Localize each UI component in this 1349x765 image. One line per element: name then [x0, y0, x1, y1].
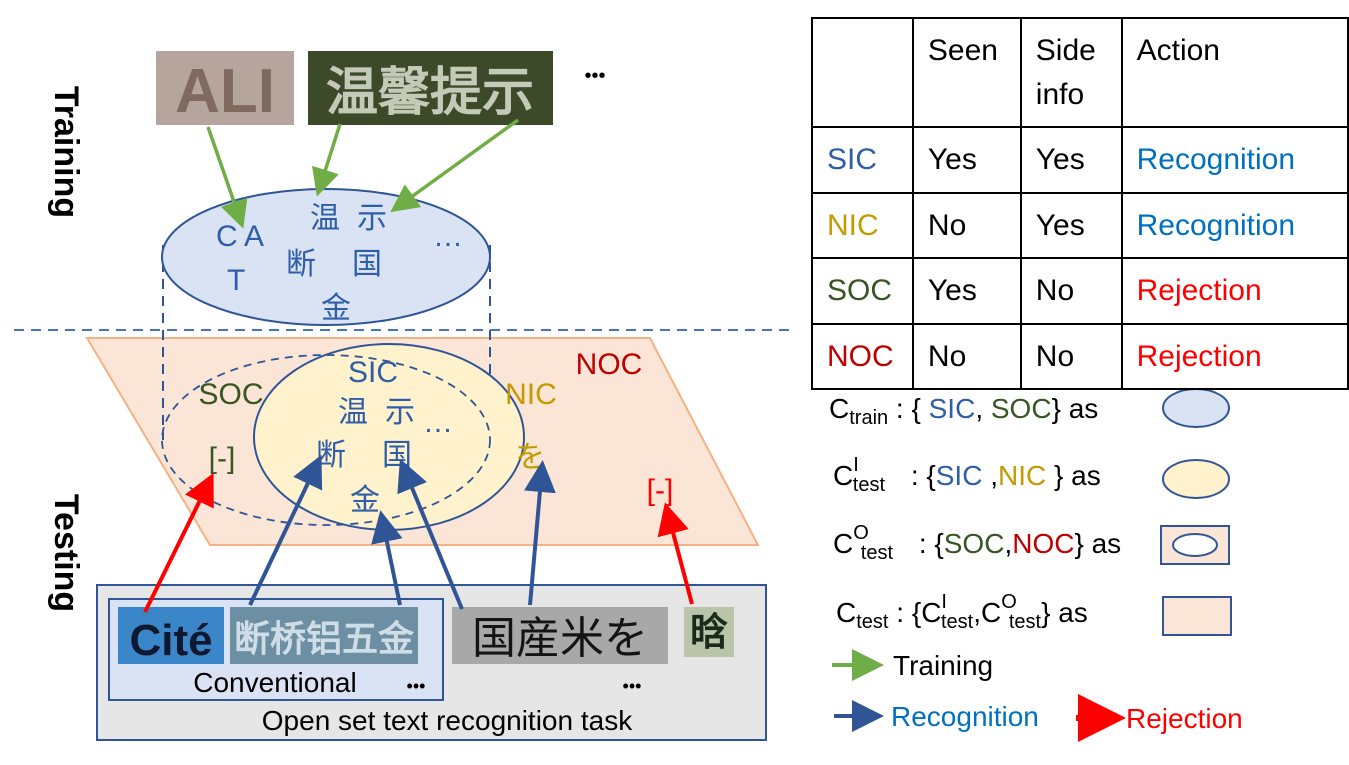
table-cell-seen: Yes	[911, 257, 1022, 325]
table-header-cell: Side info	[1019, 17, 1123, 128]
table-cell-seen: No	[911, 322, 1022, 390]
legend-rejection-label: Rejection	[1126, 703, 1243, 734]
table-cell-action: Rejection	[1120, 257, 1349, 325]
table-cell-name: SIC	[811, 126, 914, 194]
training-image-ali-text: ALI	[175, 57, 275, 126]
sic-char-wen: 温	[338, 395, 368, 430]
test-train-projection-ellipse	[161, 354, 491, 526]
train-arrow-shi	[390, 118, 520, 213]
training-image-chinese-text: 温馨提示	[326, 63, 534, 123]
test-image-cite: Cité	[118, 607, 224, 665]
soc-reject-symbol: [-]	[209, 442, 236, 475]
table-cell-side: Yes	[1019, 191, 1123, 259]
sic-chars: 温 示 … 断 国 金	[316, 395, 453, 518]
recog-arrow-wo	[523, 460, 556, 606]
recog-arrow-duan	[248, 454, 323, 606]
table-header-row: Seen Side info Action	[811, 17, 1349, 128]
legend-outset-hole-icon	[1172, 533, 1218, 557]
legend-training-label: Training	[893, 650, 993, 681]
noc-label: NOC	[576, 348, 643, 381]
table-cell-action: Recognition	[1120, 191, 1349, 259]
nic-label: NIC	[505, 378, 557, 411]
test-image-japanese-text: 国産米を	[472, 613, 648, 664]
table-row: SOC Yes No Rejection	[811, 257, 1349, 325]
training-more-ellipsis: •••	[584, 65, 605, 87]
conventional-ellipsis: •••	[407, 676, 426, 696]
sic-char-guo: 国	[382, 438, 412, 473]
table-row: SIC Yes Yes Recognition	[811, 126, 1349, 194]
table-cell-seen: No	[911, 191, 1022, 259]
sic-char-jin: 金	[350, 483, 380, 518]
table-cell-action: Rejection	[1120, 322, 1349, 390]
reject-arrow-soc	[143, 472, 214, 613]
recog-arrow-guo	[397, 458, 464, 610]
conventional-label: Conventional	[193, 667, 356, 698]
sic-char-more: …	[423, 406, 453, 439]
table-cell-name: SOC	[811, 257, 914, 325]
train-arrow-ali	[206, 126, 248, 229]
train-char-duan: 断	[286, 247, 316, 282]
table-cell-name: NOC	[811, 322, 914, 390]
reject-arrow-noc	[657, 502, 694, 605]
train-char-shi: 示	[357, 201, 387, 236]
legend-test-rect-icon	[1162, 596, 1232, 636]
table-cell-side: Yes	[1019, 126, 1123, 194]
sic-label: SIC	[348, 356, 398, 389]
table-cell-name: NIC	[811, 191, 914, 259]
legend-recognition-label: Recognition	[891, 701, 1039, 732]
test-image-chinese: 断桥铝五金	[230, 607, 418, 664]
training-image-chinese: 温馨提示	[308, 51, 553, 125]
training-label: Training	[47, 86, 85, 218]
soc-label: SOC	[198, 378, 263, 411]
table-cell-side: No	[1019, 322, 1123, 390]
table-cell-seen: Yes	[911, 126, 1022, 194]
table-row: NIC No Yes Recognition	[811, 191, 1349, 259]
legend-inset-ellipse-icon	[1162, 459, 1230, 499]
noc-reject-symbol: [-]	[647, 474, 674, 507]
testing-label: Testing	[47, 494, 85, 612]
sic-char-duan: 断	[316, 438, 346, 473]
sic-char-shi: 示	[385, 395, 415, 430]
train-char-jin: 金	[321, 291, 351, 326]
legend-train-ellipse-icon	[1162, 388, 1230, 428]
train-char-a: A	[244, 220, 264, 253]
test-image-chinese-text: 断桥铝五金	[234, 618, 415, 660]
table-row: NOC No No Rejection	[811, 322, 1349, 390]
train-char-wen: 温	[310, 201, 340, 236]
table-header-cell	[811, 17, 914, 128]
recog-arrow-jin	[371, 510, 403, 606]
test-image-cite-text: Cité	[129, 616, 212, 665]
test-image-japanese: 国産米を	[452, 607, 668, 664]
open-set-task-label: Open set text recognition task	[262, 705, 633, 736]
table-header-cell: Action	[1120, 17, 1349, 128]
test-image-han: 晗	[684, 607, 734, 657]
table-cell-action: Recognition	[1120, 126, 1349, 194]
train-char-more: …	[433, 220, 463, 253]
train-char-c: C	[216, 220, 238, 253]
train-ellipse-chars: C A T 温 示 断 国 金 …	[216, 201, 463, 326]
test-image-han-text: 晗	[690, 610, 728, 654]
train-char-guo: 国	[352, 247, 382, 282]
train-char-t: T	[227, 264, 245, 297]
training-image-ali: ALI	[156, 51, 294, 126]
legend-ctrain: Ctrain : { SIC, SOC} as	[829, 393, 1098, 429]
table-cell-side: No	[1019, 257, 1123, 325]
table-header-cell: Seen	[911, 17, 1022, 128]
open-set-ellipsis: •••	[623, 676, 642, 696]
train-arrow-wen	[312, 123, 342, 197]
class-type-table: Seen Side info Action SIC Yes Yes Recogn…	[811, 17, 1349, 390]
